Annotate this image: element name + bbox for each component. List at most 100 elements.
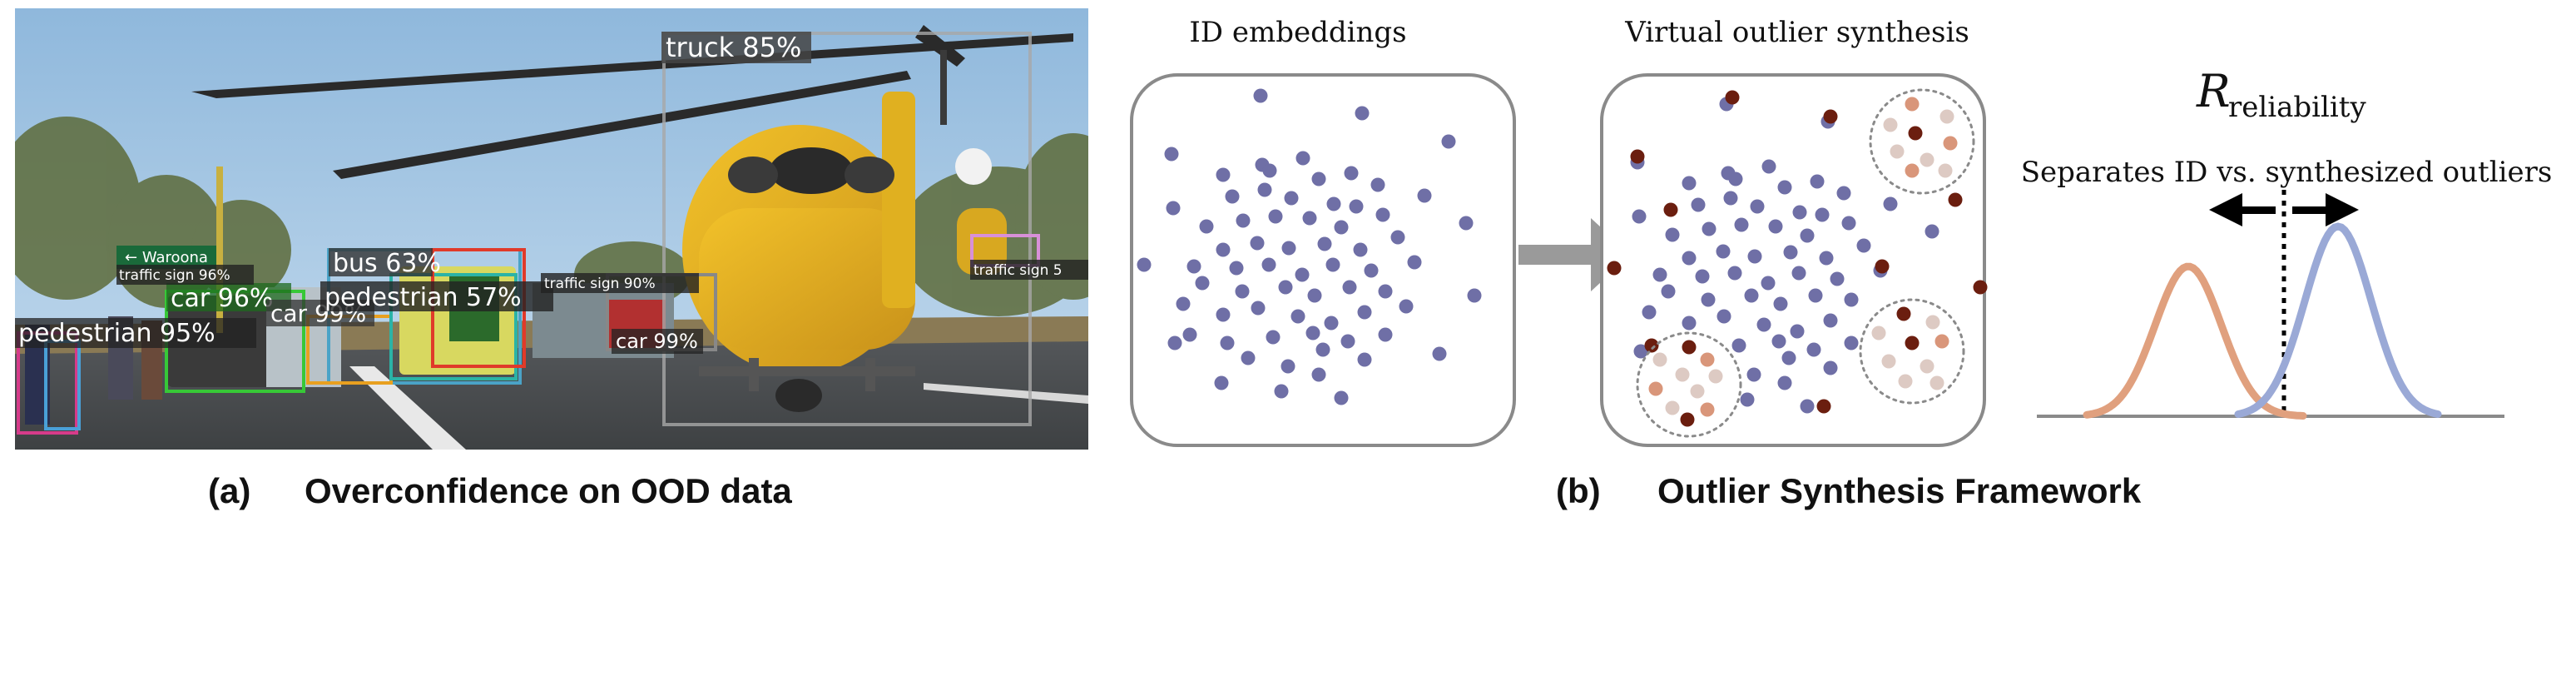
id-point — [1253, 88, 1268, 103]
id-point — [1357, 352, 1372, 367]
id-point — [1459, 216, 1474, 231]
id-point — [1257, 182, 1272, 197]
synthesized-outlier-point — [1700, 402, 1715, 417]
id-point — [1441, 134, 1456, 149]
label-pedestrian-57: pedestrian 57% — [324, 283, 522, 312]
synthesized-outlier-point — [1908, 126, 1923, 141]
id-point — [1723, 191, 1738, 206]
caption-b-letter: (b) — [1556, 471, 1601, 510]
label-traffic-sign-90: traffic sign 90% — [544, 276, 656, 292]
id-point — [1417, 188, 1432, 203]
id-point — [1268, 209, 1283, 224]
id-point — [1740, 392, 1755, 407]
id-point — [1771, 334, 1786, 349]
id-point — [1716, 244, 1731, 259]
id-point — [1728, 171, 1743, 186]
id-point — [1311, 171, 1326, 186]
outlier-point — [1973, 280, 1988, 295]
id-point — [1844, 336, 1859, 350]
id-point — [1632, 209, 1647, 224]
synthesized-outlier-point — [1939, 109, 1954, 124]
id-point — [1344, 166, 1359, 181]
caption-a-text: Overconfidence on OOD data — [305, 471, 792, 510]
id-point — [1682, 316, 1697, 331]
synthesized-outlier-point — [1690, 384, 1705, 399]
id-point — [1364, 263, 1379, 278]
id-point — [1250, 236, 1265, 251]
outlier-point — [1948, 192, 1963, 207]
id-point — [1378, 284, 1393, 299]
id-point — [1195, 276, 1210, 291]
caption-a-letter: (a) — [208, 471, 250, 510]
id-point — [1305, 326, 1320, 340]
id-point — [1235, 284, 1250, 299]
id-point — [1236, 213, 1251, 228]
id-point — [1214, 375, 1229, 390]
id-point — [1830, 271, 1845, 286]
id-point — [1262, 163, 1277, 178]
synthesized-outlier-point — [1920, 359, 1934, 374]
id-point — [1378, 327, 1393, 342]
id-point — [1241, 350, 1256, 365]
id-point — [1695, 269, 1710, 284]
id-point — [1806, 342, 1821, 357]
id-point — [1844, 292, 1859, 307]
id-point — [1883, 196, 1898, 211]
id-point — [1261, 257, 1276, 272]
id-point — [1746, 367, 1761, 382]
outlier-point — [1816, 399, 1831, 414]
id-point — [1750, 199, 1765, 214]
outlier-point — [1823, 109, 1838, 124]
synthesized-outlier-point — [1700, 352, 1715, 367]
id-point — [1315, 342, 1330, 357]
id-point — [1274, 384, 1289, 399]
box2-title: Virtual outlier synthesis — [1624, 16, 1969, 49]
id-point — [1167, 336, 1182, 350]
id-point — [1229, 261, 1244, 276]
outlier-point — [1875, 259, 1890, 274]
id-point — [1467, 288, 1482, 303]
reliability-symbol: R — [2196, 65, 2231, 117]
synthesized-outlier-point — [1883, 117, 1898, 132]
id-point — [1808, 288, 1823, 303]
id-embeddings-box — [1130, 73, 1516, 447]
id-embedding-points — [1137, 88, 1482, 405]
synthesized-outlier-point — [1652, 352, 1667, 367]
synthesized-outlier-point — [1905, 163, 1920, 178]
label-truck: truck 85% — [666, 32, 801, 63]
road-line — [349, 366, 466, 450]
virtual-outlier-box — [1600, 73, 1986, 447]
synthesized-outlier-point — [1905, 97, 1920, 112]
id-point — [1701, 292, 1716, 307]
id-point — [1432, 346, 1447, 361]
id-point — [1925, 224, 1939, 239]
road-sign-text: ← Waroona — [125, 249, 208, 266]
helicopter — [191, 25, 1073, 412]
id-point — [1307, 288, 1322, 303]
id-point — [1702, 221, 1717, 236]
id-point — [1777, 375, 1792, 390]
outlier-point — [1630, 149, 1645, 164]
id-point — [1661, 284, 1676, 299]
id-point — [1790, 324, 1805, 339]
id-point — [1744, 288, 1759, 303]
id-point — [1390, 230, 1405, 245]
reliability-subscript: reliability — [2228, 91, 2366, 124]
id-point — [1216, 307, 1231, 322]
id-point — [1176, 296, 1191, 311]
id-point — [1281, 241, 1296, 256]
id-point — [1823, 313, 1838, 328]
synthesized-outlier-point — [1675, 367, 1690, 382]
id-point — [1317, 236, 1332, 251]
id-point — [1761, 159, 1776, 174]
synthesized-outlier-point — [1898, 374, 1913, 389]
id-point — [1216, 242, 1231, 257]
reliability-heading: R reliability — [2196, 65, 2366, 124]
synthesized-outlier-point — [1648, 381, 1663, 396]
bbox-pedestrian-teal — [389, 273, 518, 380]
outlier-distribution-curve — [2234, 222, 2442, 418]
id-point — [1353, 242, 1368, 257]
id-point — [1266, 330, 1281, 345]
id-point — [1302, 211, 1317, 226]
bbox-truck — [662, 32, 1032, 426]
